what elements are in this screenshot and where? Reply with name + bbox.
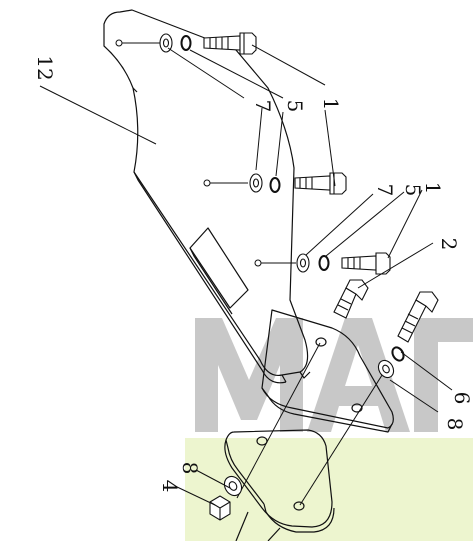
callout-12: 12 [33,55,57,80]
hole-top [115,39,123,47]
bolt-stack-top [159,32,257,55]
bolt-head [329,172,347,195]
lock-washer [180,35,192,51]
bolt-head [239,32,257,55]
watermark [185,318,473,541]
lock-washer [269,177,281,193]
bolt-stack-lower [296,252,391,275]
callout-4: 4 [158,480,182,493]
callout-7-upper: 7 [251,100,275,113]
mounting-flange [224,429,335,542]
bolt-shank [341,255,377,271]
main-bracket-plate [103,9,311,384]
lower-bracket-plate [261,309,394,433]
washer-set-lower-plate [377,346,405,379]
angled-bolt-lower [397,291,439,343]
lock-washer-6 [391,346,405,362]
fastener-axes [115,39,385,506]
callout-1-upper: 1 [319,98,343,111]
hole-lower [254,259,262,267]
callout-8-left: 8 [178,462,202,475]
callout-7-lower: 7 [373,184,397,197]
lock-washer [318,255,330,271]
leader-lines [39,44,453,506]
callout-5-upper: 5 [283,100,307,113]
callout-6: 6 [450,392,473,405]
watermark-logo [195,318,473,432]
bolt-head [375,252,391,275]
bolt-stack-middle [249,172,347,195]
angled-bolt-upper [333,279,369,319]
hole-middle [203,179,211,187]
callout-2: 2 [437,238,461,251]
callout-1-lower: 1 [421,182,445,195]
callout-8-right: 8 [443,418,467,431]
callout-labels: 12 7 5 1 7 5 1 2 6 8 8 4 [33,55,473,492]
callout-5-lower: 5 [401,184,425,197]
